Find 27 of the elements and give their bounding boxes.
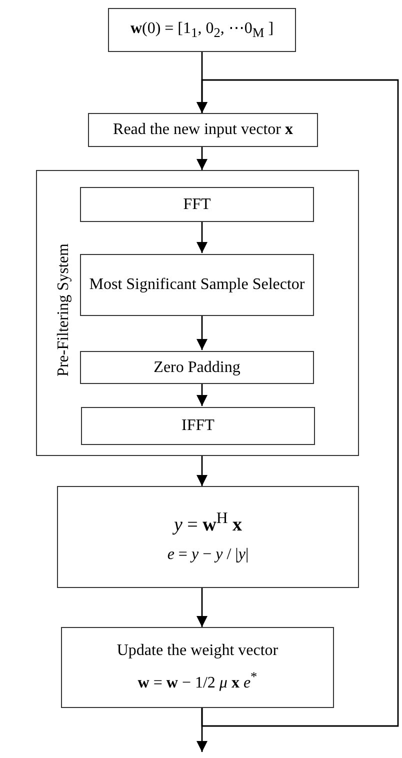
box-label: Most Significant Sample Selector <box>89 275 305 295</box>
formula-text: w = w − 1/2 μ x e$^{*}$ <box>138 669 258 694</box>
process-box <box>80 351 314 384</box>
process-box <box>108 8 296 52</box>
process-box <box>80 187 314 222</box>
box-label: Update the weight vector <box>116 641 278 662</box>
group-box <box>36 170 359 456</box>
box-label: IFFT <box>182 416 214 436</box>
box-label: Zero Padding <box>154 358 240 378</box>
formula-text: e = y − y / |y| <box>167 545 249 566</box>
arrow <box>196 383 208 406</box>
process-box <box>61 627 334 708</box>
box-label: Read the new input vector x <box>113 120 293 140</box>
group-title: Pre-Filtering System <box>55 242 73 378</box>
process-box <box>80 254 314 316</box>
formula-text: y = w$^{H}$ x <box>174 508 242 538</box>
arrow <box>196 456 208 486</box>
formula-text: w(0) = [1$_{1}$, 0$_{2}$, ⋯0$_{M}$ ] <box>130 18 274 42</box>
arrow <box>196 588 208 627</box>
arrow <box>196 315 208 350</box>
box-label: FFT <box>183 194 211 214</box>
process-box <box>57 486 359 588</box>
process-box <box>81 407 315 445</box>
arrow <box>196 221 208 253</box>
arrow <box>196 147 208 170</box>
process-box <box>88 113 318 147</box>
arrow <box>196 79 399 727</box>
